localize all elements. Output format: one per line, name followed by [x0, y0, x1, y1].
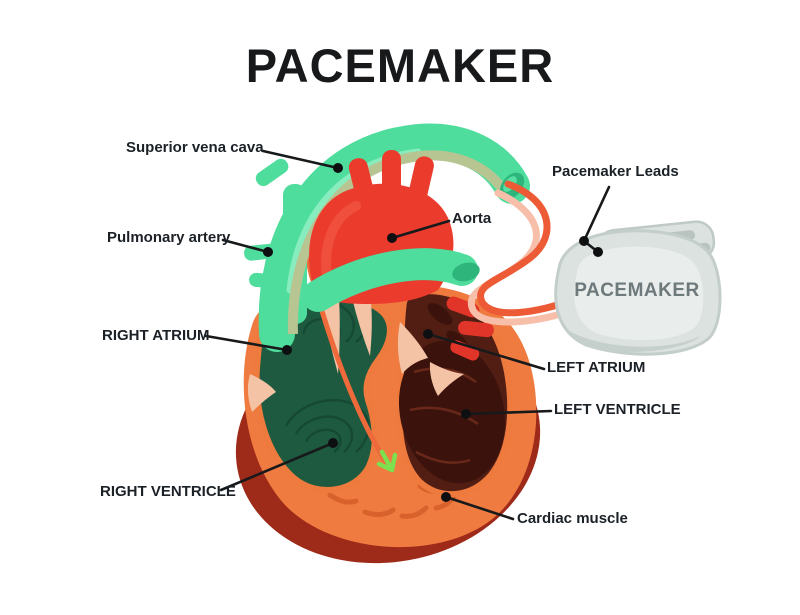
device-inner-panel	[574, 246, 704, 341]
label-left-ventricle: LEFT VENTRICLE	[554, 401, 681, 418]
annotation-lines	[204, 149, 611, 521]
label-left-atrium: LEFT ATRIUM	[547, 359, 646, 376]
pacemaker-device-group	[467, 180, 722, 356]
pulmonary-trunk-band	[302, 248, 480, 312]
label-right-ventricle: RIGHT VENTRICLE	[100, 483, 236, 500]
label-aorta: Aorta	[452, 210, 492, 227]
label-superior-vena-cava: Superior vena cava	[126, 139, 264, 156]
label-pulmonary-artery: Pulmonary artery	[107, 229, 231, 246]
device-bottom-shade	[568, 330, 700, 353]
annotation-dots	[263, 163, 603, 502]
page-title: PACEMAKER	[245, 39, 555, 92]
heart-illustration	[235, 123, 541, 564]
label-right-atrium: RIGHT ATRIUM	[102, 327, 210, 344]
label-cardiac-muscle: Cardiac muscle	[517, 510, 628, 527]
label-pacemaker-leads: Pacemaker Leads	[552, 163, 679, 180]
device-label: PACEMAKER	[574, 280, 700, 301]
